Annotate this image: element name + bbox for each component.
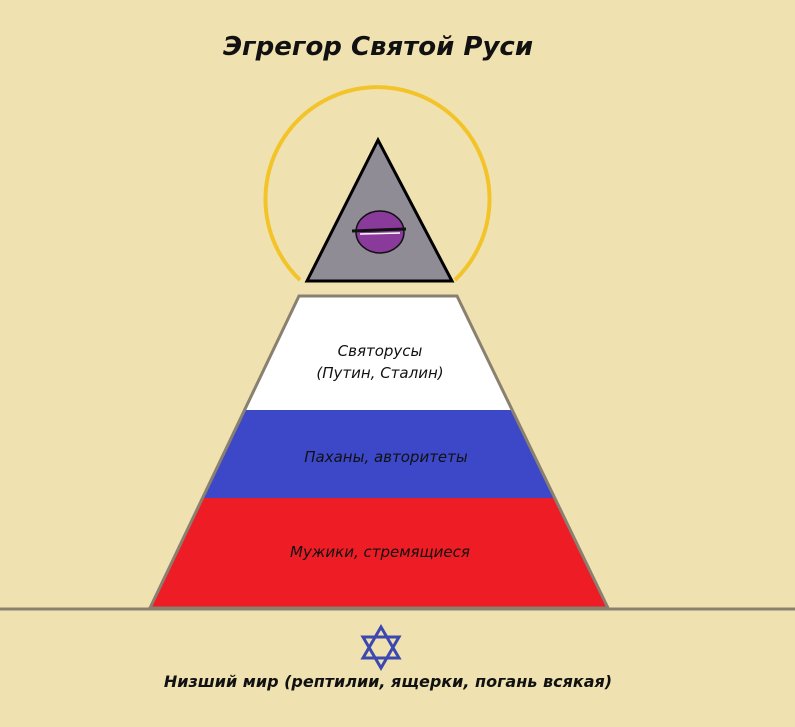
purple-head-icon (351, 210, 407, 254)
tier-middle-band (203, 410, 555, 498)
tier-top-line1: Святорусы (337, 342, 423, 360)
tier-top-label: Святорусы (Путин, Сталин) (316, 340, 443, 384)
lower-world-label: Низший мир (рептилии, ящерки, погань вся… (163, 672, 613, 691)
tier-bottom-label: Мужики, стремящиеся (290, 543, 470, 561)
halo-icon (263, 85, 492, 282)
diagram-title: Эгрегор Святой Руси (222, 32, 534, 62)
tier-top-band (245, 296, 512, 410)
star-of-david-icon (360, 624, 402, 671)
tier-bottom-band (150, 498, 608, 608)
tier-middle-label: Паханы, авторитеты (304, 448, 468, 466)
tier-top-line2: (Путин, Сталин) (316, 364, 444, 382)
